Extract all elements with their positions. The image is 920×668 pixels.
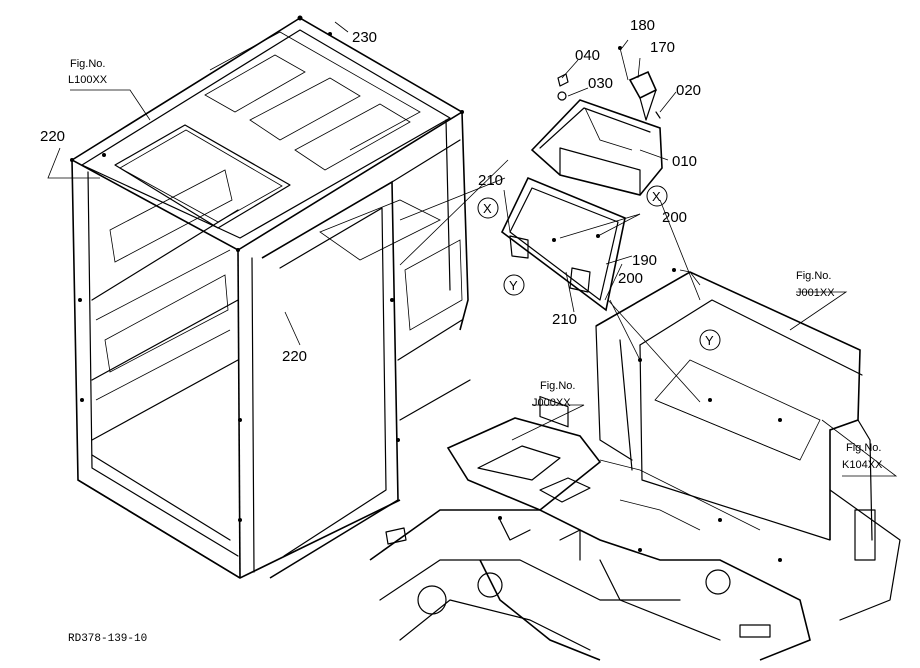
part-220-center-label: 220 bbox=[282, 348, 307, 365]
fig-ref-frame-base-prefix: Fig.No. bbox=[540, 380, 575, 392]
part-200-top-label: 200 bbox=[662, 209, 687, 226]
fig-ref-frame-base-code: J000XX bbox=[532, 397, 571, 409]
marker-y-right: Y bbox=[705, 333, 714, 348]
panel-assembly bbox=[399, 46, 721, 428]
part-020-label: 020 bbox=[676, 82, 701, 99]
base-frame bbox=[369, 417, 811, 661]
fig-ref-cabin-code: L100XX bbox=[68, 74, 108, 86]
fig-ref-frame-right-prefix: Fig.No. bbox=[796, 270, 831, 282]
part-190-label: 190 bbox=[632, 252, 657, 269]
fig-ref-frame-right-code: J001XX bbox=[796, 287, 835, 299]
part-210-bottom-label: 210 bbox=[552, 311, 577, 328]
leader-lines bbox=[47, 21, 898, 477]
marker-x-lower: X bbox=[652, 189, 661, 204]
part-010-label: 010 bbox=[672, 153, 697, 170]
marker-y-left: Y bbox=[509, 278, 518, 293]
part-170-label: 170 bbox=[650, 39, 675, 56]
part-210-top-label: 210 bbox=[478, 172, 503, 189]
part-200-bottom-label: 200 bbox=[618, 270, 643, 287]
fig-ref-side-cover-code: K104XX bbox=[842, 459, 883, 471]
part-040-label: 040 bbox=[575, 47, 600, 64]
part-030-label: 030 bbox=[588, 75, 613, 92]
part-220-left-label: 220 bbox=[40, 128, 65, 145]
part-180-label: 180 bbox=[630, 17, 655, 34]
drawing-code: RD378-139-10 bbox=[68, 633, 147, 645]
right-frame bbox=[595, 199, 901, 621]
fig-ref-cabin-prefix: Fig.No. bbox=[70, 58, 105, 70]
fig-ref-side-cover-prefix: Fig.No. bbox=[846, 442, 881, 454]
cabin-frame bbox=[70, 15, 471, 579]
marker-x-upper: X bbox=[483, 201, 492, 216]
part-230-label: 230 bbox=[352, 29, 377, 46]
